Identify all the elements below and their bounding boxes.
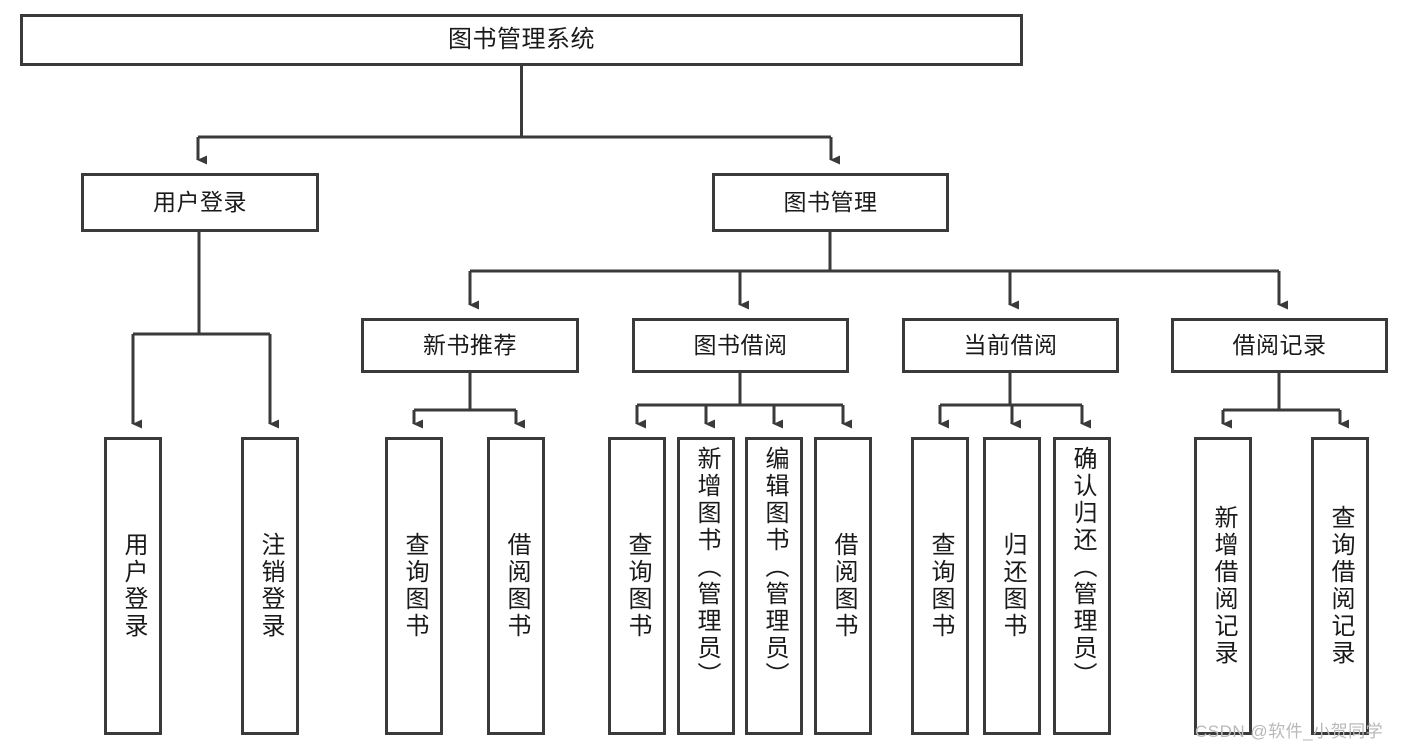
node-leaf-return-book[interactable]: 归还图书 [983,437,1041,735]
node-new-book-recommend[interactable]: 新书推荐 [361,318,579,373]
node-label: 图书借阅 [693,331,788,358]
node-label: 编辑图书（管理员） [761,446,788,689]
node-label: 当前借阅 [963,331,1058,358]
node-current-borrow[interactable]: 当前借阅 [902,318,1119,373]
node-label: 图书管理系统 [448,25,595,53]
node-leaf-query-book-1[interactable]: 查询图书 [385,437,443,735]
node-label: 新增借阅记录 [1210,505,1237,667]
node-leaf-user-login[interactable]: 用户登录 [104,437,162,735]
csdn-watermark: CSDN @软件_小贺同学 [1195,722,1384,741]
node-label: 查询图书 [927,532,954,640]
node-label: 借阅图书 [503,532,530,640]
node-book-manage[interactable]: 图书管理 [712,173,949,232]
node-leaf-logout-login[interactable]: 注销登录 [241,437,299,735]
node-label: 用户登录 [153,188,247,215]
node-label: 图书管理 [783,188,878,215]
node-label: 查询图书 [401,532,428,640]
node-leaf-query-borrow-record[interactable]: 查询借阅记录 [1311,437,1369,735]
node-label: 注销登录 [257,532,284,640]
node-label: 确认归还（管理员） [1069,446,1096,689]
node-leaf-query-book-2[interactable]: 查询图书 [608,437,666,735]
node-leaf-borrow-book-2[interactable]: 借阅图书 [814,437,872,735]
node-label: 查询借阅记录 [1327,505,1354,667]
node-borrow-record[interactable]: 借阅记录 [1171,318,1388,373]
node-root-system[interactable]: 图书管理系统 [20,14,1023,66]
node-user-login[interactable]: 用户登录 [81,173,319,232]
node-book-borrow[interactable]: 图书借阅 [632,318,849,373]
node-label: 借阅记录 [1232,331,1327,358]
node-label: 新书推荐 [423,331,517,358]
node-leaf-confirm-return[interactable]: 确认归还（管理员） [1053,437,1111,735]
node-label: 用户登录 [120,532,147,640]
node-label: 借阅图书 [830,532,857,640]
node-label: 新增图书（管理员） [693,446,720,689]
node-label: 查询图书 [624,532,651,640]
node-leaf-edit-book[interactable]: 编辑图书（管理员） [745,437,803,735]
node-leaf-query-book-3[interactable]: 查询图书 [911,437,969,735]
node-leaf-add-book[interactable]: 新增图书（管理员） [677,437,735,735]
node-leaf-borrow-book-1[interactable]: 借阅图书 [487,437,545,735]
node-label: 归还图书 [999,532,1026,640]
node-leaf-add-borrow-record[interactable]: 新增借阅记录 [1194,437,1252,735]
